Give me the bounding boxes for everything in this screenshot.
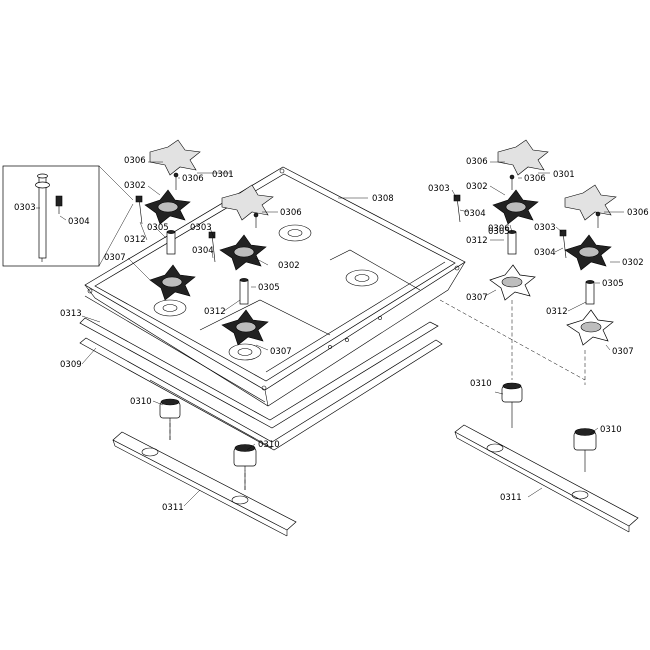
label-0312: 0312 [204, 307, 226, 317]
label-0304: 0304 [464, 209, 486, 219]
right-gas-rail [454, 382, 639, 533]
label-0312: 0312 [124, 235, 146, 245]
label-0310: 0310 [130, 397, 152, 407]
label-0310: 0310 [470, 379, 492, 389]
label-0304: 0304 [68, 217, 90, 227]
left-burner-caps [135, 139, 274, 346]
hob-pan [84, 166, 466, 407]
label-0302: 0302 [622, 258, 644, 268]
label-0303: 0303 [534, 223, 556, 233]
label-0309: 0309 [60, 360, 82, 370]
inset-thermocouple [2, 165, 134, 267]
label-0306: 0306 [182, 174, 204, 184]
label-0305: 0305 [488, 227, 510, 237]
label-0301: 0301 [553, 170, 575, 180]
label-0301: 0301 [212, 170, 234, 180]
label-0302: 0302 [278, 261, 300, 271]
label-0305: 0305 [602, 279, 624, 289]
label-0304: 0304 [192, 246, 214, 256]
label-0310: 0310 [600, 425, 622, 435]
seal-frames [79, 317, 443, 451]
label-0310: 0310 [258, 440, 280, 450]
label-0302: 0302 [124, 181, 146, 191]
label-0305: 0305 [258, 283, 280, 293]
label-0303: 0303 [14, 203, 36, 213]
label-0306: 0306 [466, 157, 488, 167]
leader-lines [36, 161, 624, 507]
label-0306: 0306 [280, 208, 302, 218]
label-0302: 0302 [466, 182, 488, 192]
label-0308: 0308 [372, 194, 394, 204]
label-0304: 0304 [534, 248, 556, 258]
label-0311: 0311 [162, 503, 184, 513]
label-0313: 0313 [60, 309, 82, 319]
label-0305: 0305 [147, 223, 169, 233]
part-labels: 0301 0306 0306 0302 0303 0304 0306 0305 … [14, 156, 649, 513]
label-0307: 0307 [612, 347, 634, 357]
left-gas-rail [112, 398, 297, 537]
right-burner-caps [453, 139, 617, 346]
label-0312: 0312 [466, 236, 488, 246]
label-0306: 0306 [627, 208, 649, 218]
label-0312: 0312 [546, 307, 568, 317]
label-0303: 0303 [190, 223, 212, 233]
label-0306: 0306 [488, 224, 510, 234]
label-0307: 0307 [104, 253, 126, 263]
label-0306: 0306 [524, 174, 546, 184]
label-0303: 0303 [428, 184, 450, 194]
label-0306: 0306 [124, 156, 146, 166]
alignment-lines [169, 299, 586, 490]
label-0307: 0307 [270, 347, 292, 357]
label-0311: 0311 [500, 493, 522, 503]
label-0307: 0307 [466, 293, 488, 303]
